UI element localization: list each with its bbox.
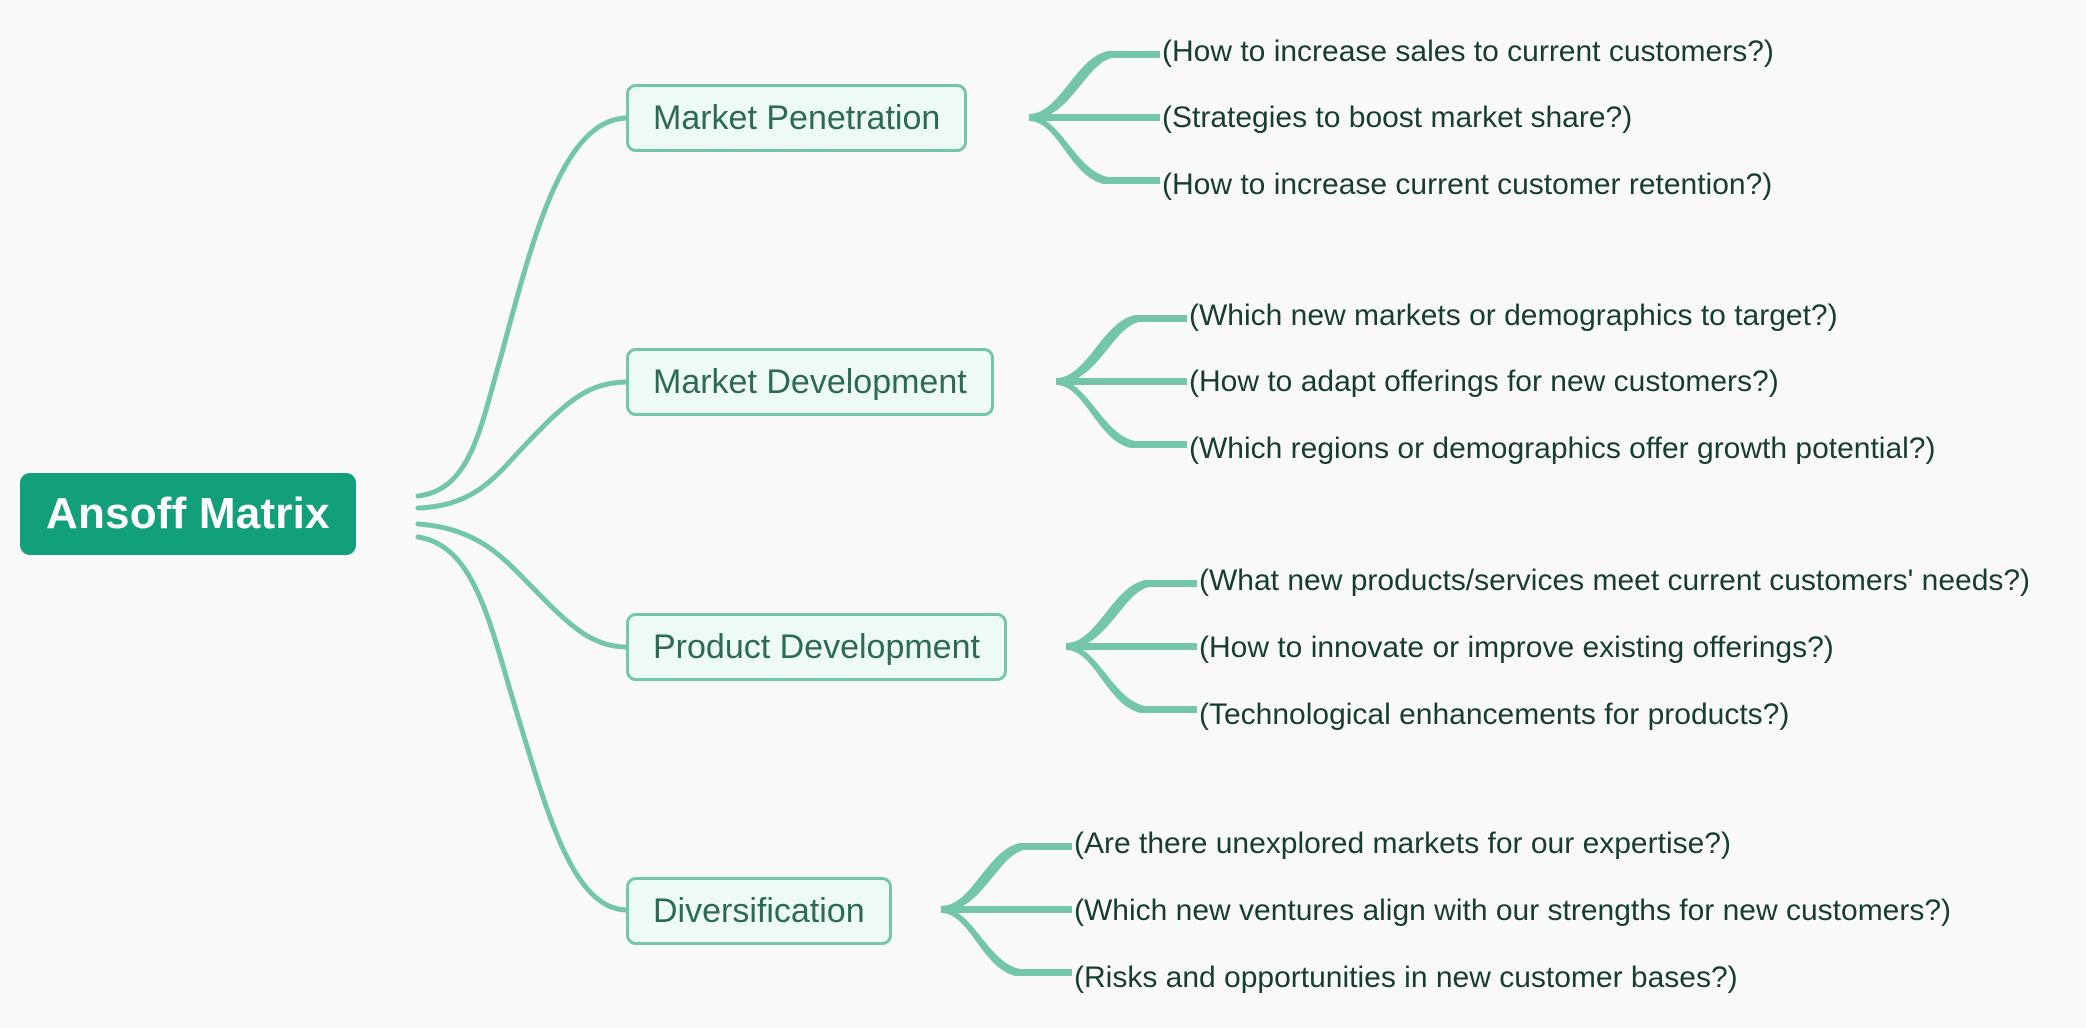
leaf-node-label: (Which regions or demographics offer gro… xyxy=(1189,432,1936,465)
leaf-node-md-1[interactable]: (Which new markets or demographics to ta… xyxy=(1189,294,1838,338)
edge-md-leaf-3 xyxy=(1056,379,1187,448)
edge-md-leaf-1 xyxy=(1056,315,1187,384)
edge-root-to-product-development xyxy=(415,521,629,650)
edge-root-to-diversification xyxy=(415,534,629,913)
branch-node-market-development[interactable]: Market Development xyxy=(626,348,994,416)
leaf-node-pd-2[interactable]: (How to innovate or improve existing off… xyxy=(1199,626,1834,670)
edge-dv-leaf-2 xyxy=(941,906,1072,913)
edge-dv-leaf-3 xyxy=(941,907,1072,976)
branch-node-label: Market Development xyxy=(653,362,967,401)
root-node[interactable]: Ansoff Matrix xyxy=(20,473,356,555)
leaf-node-label: (How to adapt offerings for new customer… xyxy=(1189,365,1779,398)
leaf-node-dv-3[interactable]: (Risks and opportunities in new customer… xyxy=(1074,956,1738,1000)
branch-node-product-development[interactable]: Product Development xyxy=(626,613,1007,681)
leaf-node-dv-2[interactable]: (Which new ventures align with our stren… xyxy=(1074,889,1951,933)
edge-pd-leaf-3 xyxy=(1066,644,1197,713)
leaf-node-pd-1[interactable]: (What new products/services meet current… xyxy=(1199,559,2030,603)
leaf-node-md-3[interactable]: (Which regions or demographics offer gro… xyxy=(1189,427,1935,471)
edge-mp-leaf-1 xyxy=(1029,51,1160,120)
branch-node-label: Diversification xyxy=(653,891,865,930)
edge-mp-leaf-2 xyxy=(1029,114,1160,121)
leaf-node-label: (Are there unexplored markets for our ex… xyxy=(1074,827,1731,860)
leaf-node-mp-2[interactable]: (Strategies to boost market share?) xyxy=(1162,96,1632,140)
leaf-node-label: (How to increase sales to current custom… xyxy=(1162,35,1774,68)
leaf-node-pd-3[interactable]: (Technological enhancements for products… xyxy=(1199,693,1789,737)
root-node-label: Ansoff Matrix xyxy=(46,489,330,538)
edge-pd-leaf-2 xyxy=(1066,643,1197,650)
leaf-node-label: (Risks and opportunities in new customer… xyxy=(1074,961,1738,994)
leaf-node-dv-1[interactable]: (Are there unexplored markets for our ex… xyxy=(1074,822,1731,866)
leaf-node-label: (How to innovate or improve existing off… xyxy=(1199,631,1834,664)
edge-dv-leaf-1 xyxy=(941,843,1072,912)
leaf-node-label: (How to increase current customer retent… xyxy=(1162,168,1773,201)
edge-mp-leaf-3 xyxy=(1029,115,1160,184)
edge-pd-leaf-1 xyxy=(1066,580,1197,649)
edge-root-to-market-penetration xyxy=(415,115,629,499)
edge-root-to-market-development xyxy=(415,379,629,511)
leaf-node-md-2[interactable]: (How to adapt offerings for new customer… xyxy=(1189,360,1779,404)
edge-md-leaf-2 xyxy=(1056,378,1187,385)
branch-node-label: Market Penetration xyxy=(653,98,941,137)
leaf-node-label: (Technological enhancements for products… xyxy=(1199,698,1790,731)
branch-node-label: Product Development xyxy=(653,627,980,666)
leaf-node-label: (What new products/services meet current… xyxy=(1199,564,2031,597)
leaf-node-label: (Which new ventures align with our stren… xyxy=(1074,894,1952,927)
branch-node-market-penetration[interactable]: Market Penetration xyxy=(626,84,968,152)
leaf-node-mp-1[interactable]: (How to increase sales to current custom… xyxy=(1162,30,1774,74)
leaf-node-label: (Which new markets or demographics to ta… xyxy=(1189,299,1838,332)
leaf-node-mp-3[interactable]: (How to increase current customer retent… xyxy=(1162,163,1772,207)
branch-node-diversification[interactable]: Diversification xyxy=(626,877,892,945)
leaf-node-label: (Strategies to boost market share?) xyxy=(1162,101,1633,134)
